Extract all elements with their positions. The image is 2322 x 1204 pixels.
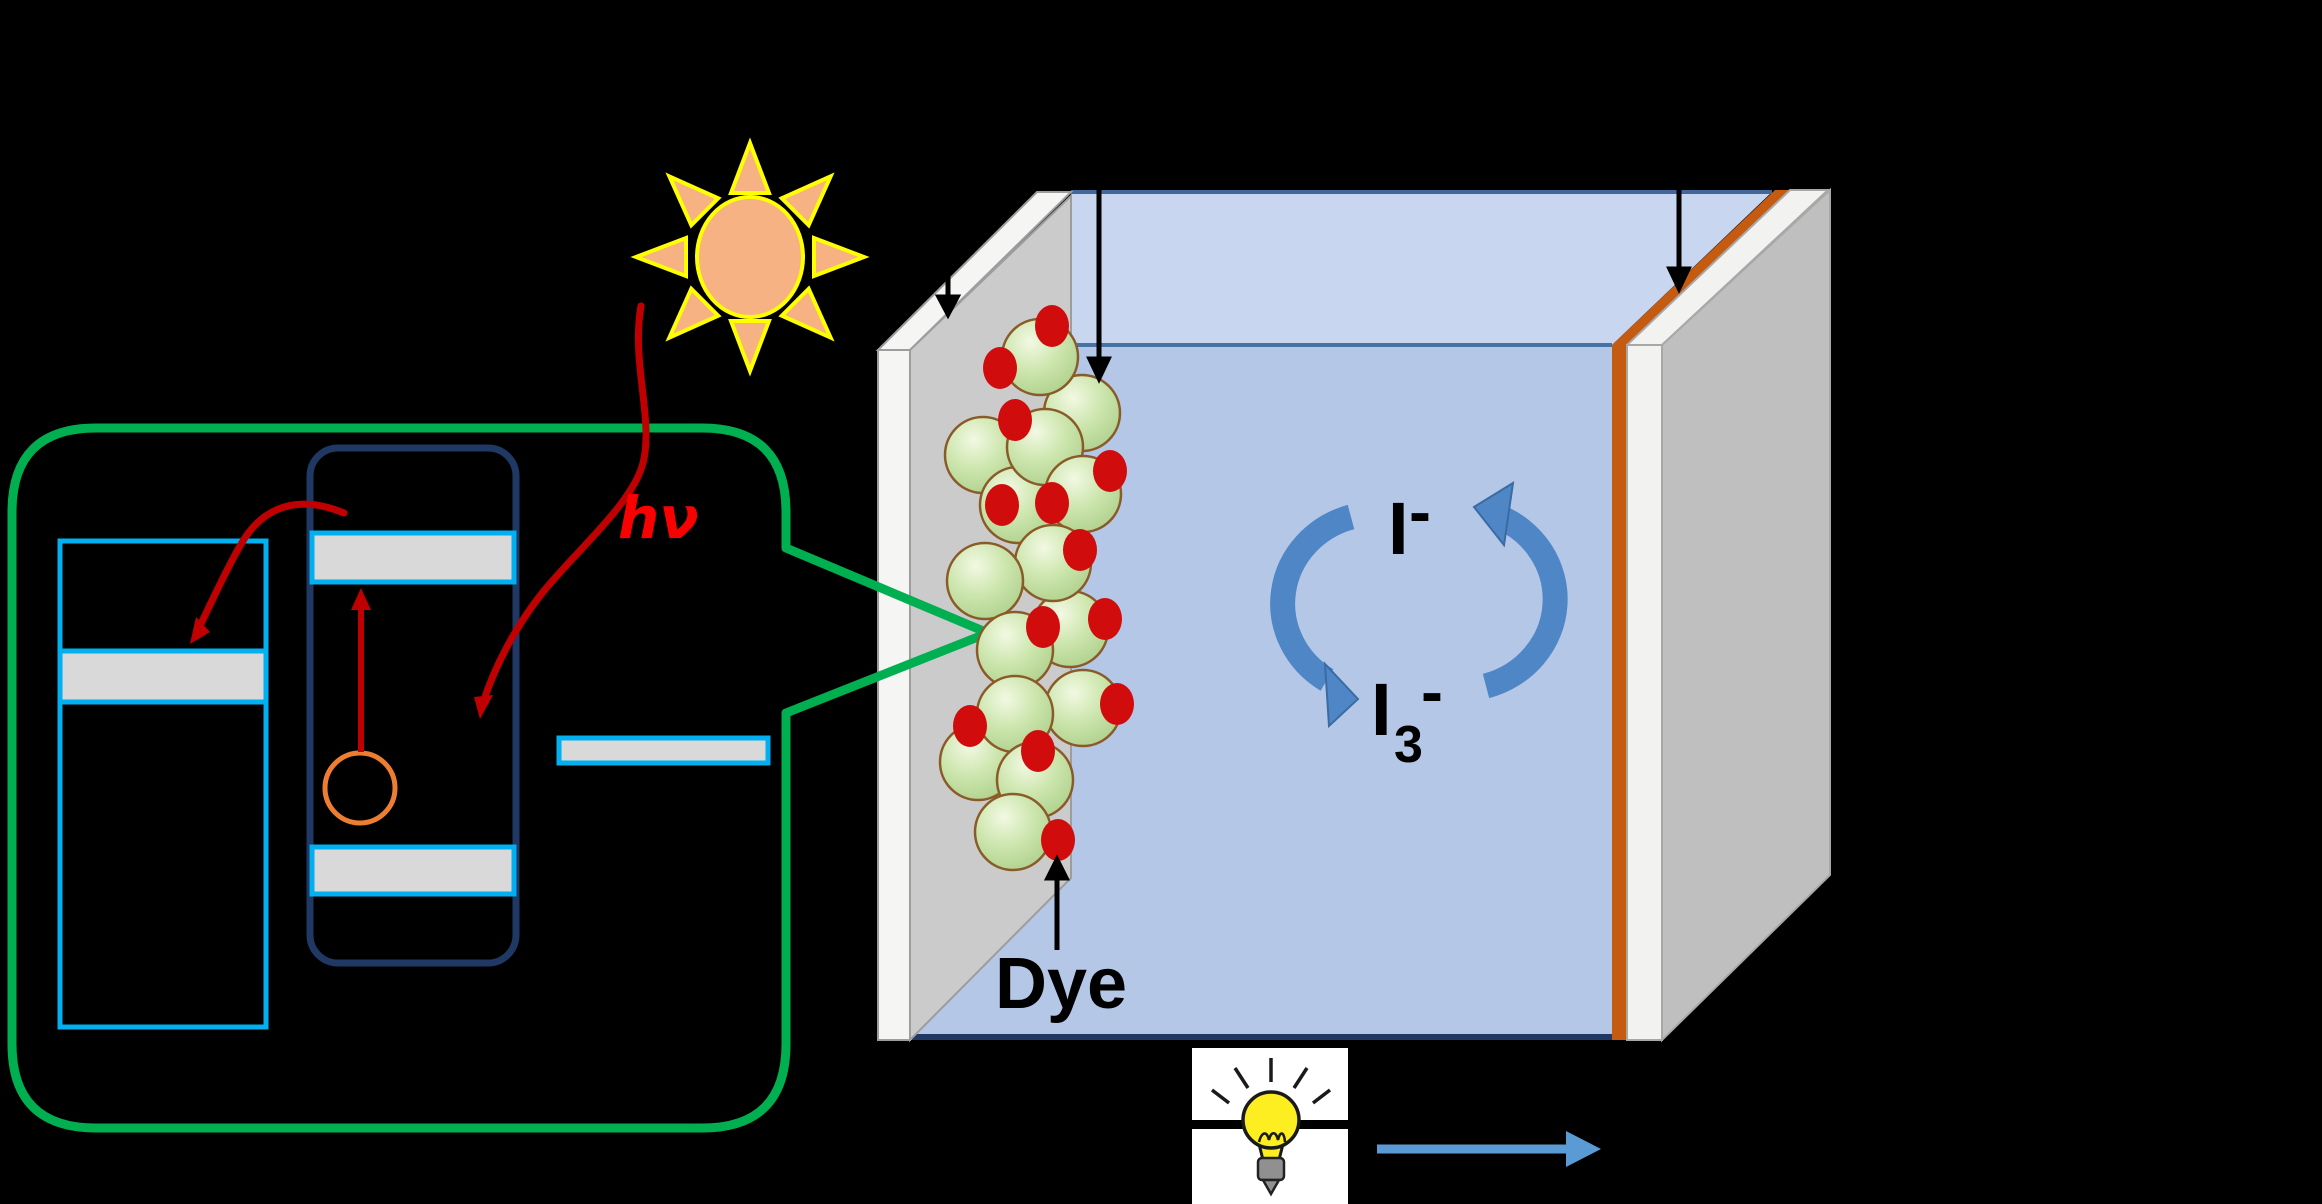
- sun-ray: [778, 172, 835, 229]
- catalyst-front-strip: [1612, 345, 1627, 1040]
- homo-level: [309, 844, 517, 897]
- triiodide-sub: 3: [1394, 716, 1423, 774]
- iodide-base: I: [1388, 487, 1409, 570]
- dye-dot: [1035, 305, 1069, 347]
- bulb-icon: [1210, 1058, 1332, 1197]
- counter-electrode: [1612, 187, 1831, 1043]
- energy-diagram-callout-outline: [7, 423, 993, 1133]
- redox-potential-level: [556, 735, 771, 766]
- sun-ray: [778, 285, 835, 342]
- dye-dot: [1100, 683, 1134, 725]
- tio2-sphere: [973, 792, 1053, 872]
- dye-dots: [953, 305, 1134, 861]
- dye-dot: [998, 399, 1032, 441]
- dye-dot: [1063, 529, 1097, 571]
- dye-dot: [985, 484, 1019, 526]
- dye-dot: [1026, 606, 1060, 648]
- annotation-arrows: [934, 140, 1692, 950]
- sun-rays: [630, 137, 870, 377]
- dye-dot: [1035, 482, 1069, 524]
- output-indicator: [1192, 1048, 1601, 1204]
- conduction-band-level: [57, 648, 269, 705]
- sun-ray: [812, 235, 870, 279]
- arrow-to-photoanode: [934, 235, 962, 320]
- photon-arrow: [474, 302, 650, 719]
- triiodide-sup: -: [1421, 654, 1443, 728]
- dye-pointer-arrow: [1043, 854, 1071, 950]
- semiconductor-band-rect: [57, 538, 269, 1030]
- triiodide-label: I 3 -: [1371, 654, 1443, 774]
- counter-glass-front-strip: [1626, 344, 1663, 1041]
- dye-dot: [1093, 450, 1127, 492]
- dye-molecule-rect: [306, 444, 520, 967]
- dye-dot: [983, 347, 1017, 389]
- wire-left: [1192, 1120, 1244, 1129]
- photoanode-front-strip: [877, 349, 911, 1041]
- sun-ray: [728, 137, 772, 195]
- dye-dot: [1088, 598, 1122, 640]
- iodide-label: I -: [1388, 474, 1431, 570]
- excitation-arrow: [351, 588, 371, 752]
- redox-cycle-arrow-left: [1270, 504, 1360, 729]
- electron-circle: [322, 750, 398, 826]
- electrolyte-top-face: [1071, 192, 1772, 345]
- dye-label: Dye: [995, 944, 1127, 1024]
- redox-cycle-arrow-right: [1472, 481, 1568, 699]
- electron-flow-arrow: [1377, 1131, 1601, 1167]
- sun-ray: [630, 235, 688, 279]
- redox-cycle: [1270, 481, 1568, 729]
- wire-right: [1297, 1120, 1348, 1129]
- sun-icon: [630, 137, 870, 377]
- photon-label: hν: [618, 484, 699, 552]
- sun-disc: [695, 195, 805, 319]
- dye-dot: [1021, 730, 1055, 772]
- arrow-to-dye-layer: [1086, 140, 1112, 384]
- triiodide-base: I: [1371, 668, 1392, 751]
- dye-dot: [1041, 819, 1075, 861]
- iodide-sup: -: [1409, 474, 1431, 548]
- catalyst-top-band: [1612, 190, 1790, 345]
- electron-injection-arrow: [190, 500, 348, 644]
- sun-ray: [665, 285, 722, 342]
- dye-dot: [953, 705, 987, 747]
- lumo-level: [309, 530, 517, 585]
- sun-ray: [665, 172, 722, 229]
- energy-level-diagram: [57, 302, 771, 1030]
- tio2-sphere: [945, 541, 1025, 621]
- arrow-to-counter-electrode: [1666, 140, 1692, 294]
- counter-glass-side-face: [1661, 187, 1831, 1043]
- nanoparticle-layer: [938, 305, 1134, 872]
- sun-ray: [728, 319, 772, 377]
